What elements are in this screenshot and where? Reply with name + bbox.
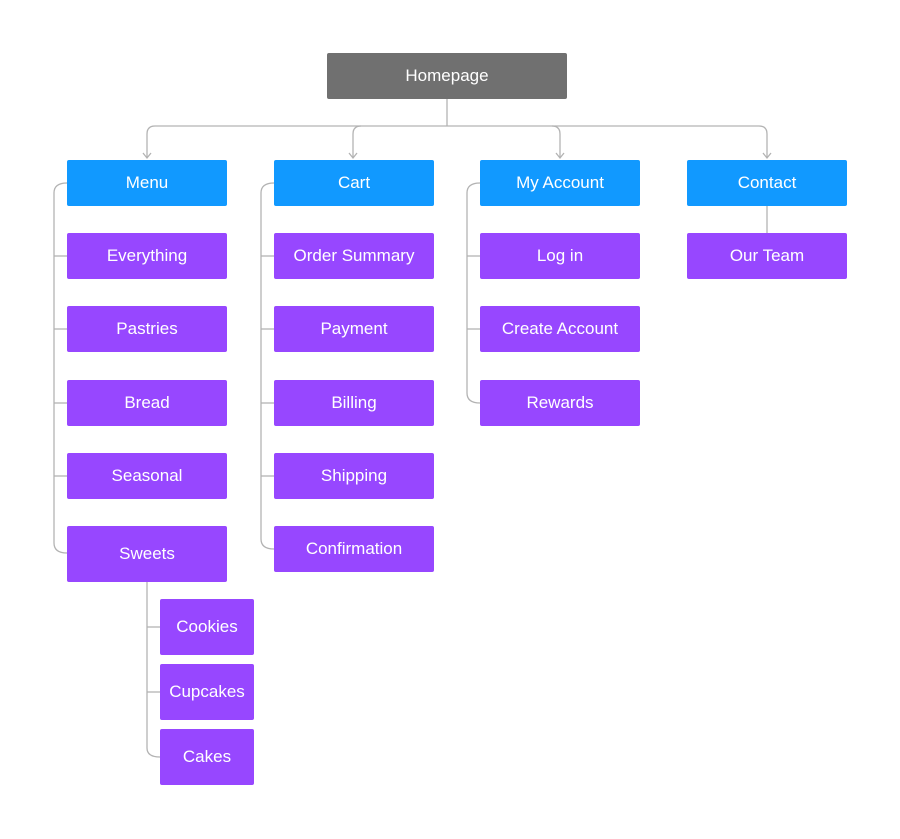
section-cart[interactable]: Cart (274, 160, 434, 206)
page-shipping[interactable]: Shipping (274, 453, 434, 499)
page-log-in[interactable]: Log in (480, 233, 640, 279)
page-cupcakes[interactable]: Cupcakes (160, 664, 254, 720)
section-menu[interactable]: Menu (67, 160, 227, 206)
section-contact[interactable]: Contact (687, 160, 847, 206)
page-sweets[interactable]: Sweets (67, 526, 227, 582)
connector-sweets-trunk (146, 582, 161, 758)
page-seasonal[interactable]: Seasonal (67, 453, 227, 499)
homepage-node[interactable]: Homepage (327, 53, 567, 99)
connector-to-contact (758, 125, 768, 158)
page-pastries[interactable]: Pastries (67, 306, 227, 352)
page-cakes[interactable]: Cakes (160, 729, 254, 785)
section-my-account[interactable]: My Account (480, 160, 640, 206)
arrowhead-menu (142, 152, 152, 160)
connector-to-account (551, 125, 561, 158)
arrowhead-contact (762, 152, 772, 160)
page-billing[interactable]: Billing (274, 380, 434, 426)
page-bread[interactable]: Bread (67, 380, 227, 426)
page-payment[interactable]: Payment (274, 306, 434, 352)
connector-account-trunk (466, 182, 481, 404)
connector-cart-trunk (260, 182, 275, 550)
page-create-account[interactable]: Create Account (480, 306, 640, 352)
connector-to-cart (352, 125, 362, 158)
arrowhead-cart (348, 152, 358, 160)
page-our-team[interactable]: Our Team (687, 233, 847, 279)
connector-to-menu (146, 125, 156, 158)
arrowhead-account (555, 152, 565, 160)
page-cookies[interactable]: Cookies (160, 599, 254, 655)
page-order-summary[interactable]: Order Summary (274, 233, 434, 279)
connector-menu-trunk (53, 182, 68, 554)
page-everything[interactable]: Everything (67, 233, 227, 279)
page-rewards[interactable]: Rewards (480, 380, 640, 426)
page-confirmation[interactable]: Confirmation (274, 526, 434, 572)
